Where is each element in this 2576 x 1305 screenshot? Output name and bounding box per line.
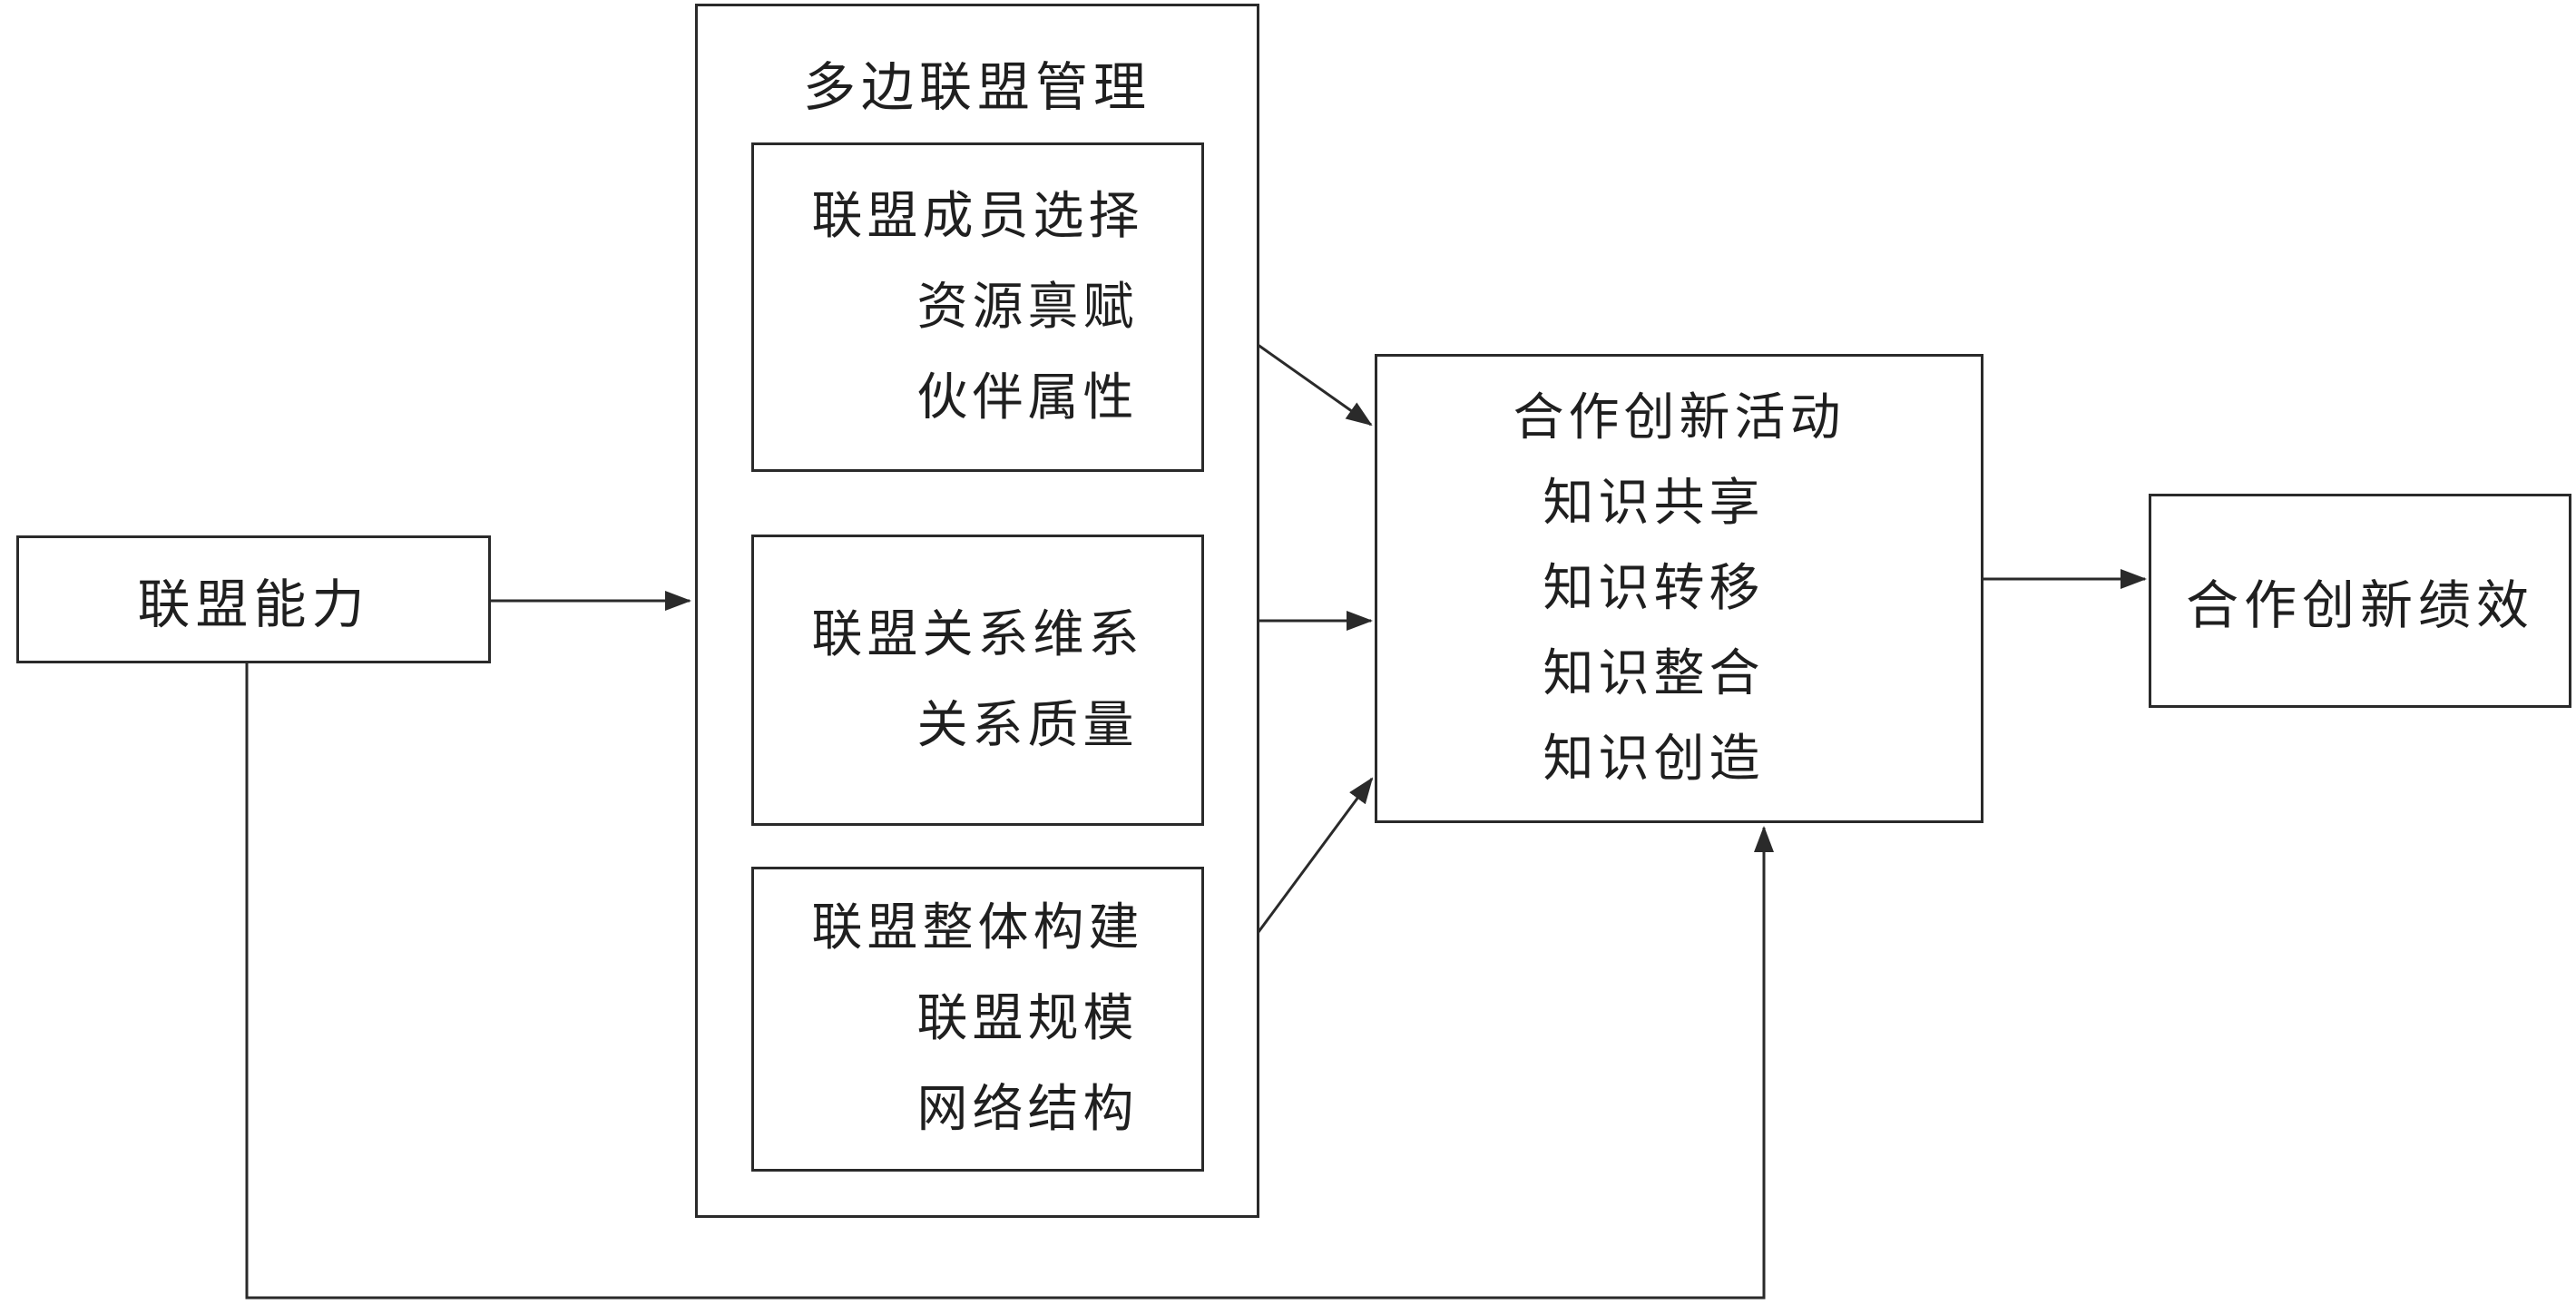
alliance-management-box: 多边联盟管理 联盟成员选择 资源禀赋 伙伴属性 联盟关系维系 关系质量 联盟整体… <box>695 4 1259 1218</box>
activity-item-knowledge-sharing: 知识共享 <box>1543 475 1765 532</box>
member-selection-item-resource: 资源禀赋 <box>916 279 1139 336</box>
relationship-maintenance-box: 联盟关系维系 关系质量 <box>751 535 1204 826</box>
overall-construction-item-network: 网络结构 <box>916 1082 1139 1138</box>
activity-item-knowledge-integration: 知识整合 <box>1543 645 1765 702</box>
arrow-feedback-capability-to-activity <box>245 663 1774 1300</box>
overall-construction-box: 联盟整体构建 联盟规模 网络结构 <box>751 867 1204 1172</box>
alliance-management-title: 多边联盟管理 <box>802 58 1151 117</box>
overall-construction-title: 联盟整体构建 <box>811 900 1144 957</box>
alliance-capability-label: 联盟能力 <box>137 574 370 634</box>
activity-item-knowledge-transfer: 知识转移 <box>1543 560 1765 617</box>
innovation-performance-box: 合作创新绩效 <box>2149 494 2571 708</box>
member-selection-title: 联盟成员选择 <box>811 188 1144 245</box>
overall-construction-item-scale: 联盟规模 <box>916 991 1139 1047</box>
alliance-capability-box: 联盟能力 <box>16 535 491 663</box>
innovation-performance-label: 合作创新绩效 <box>2185 576 2534 635</box>
member-selection-item-partner: 伙伴属性 <box>916 369 1139 427</box>
relationship-maintenance-item-quality: 关系质量 <box>916 697 1139 754</box>
innovation-activity-title: 合作创新活动 <box>1513 389 1846 446</box>
member-selection-box: 联盟成员选择 资源禀赋 伙伴属性 <box>751 142 1204 472</box>
innovation-activity-box: 合作创新活动 知识共享 知识转移 知识整合 知识创造 <box>1375 354 1983 823</box>
activity-item-knowledge-creation: 知识创造 <box>1543 731 1765 788</box>
relationship-maintenance-title: 联盟关系维系 <box>811 606 1144 663</box>
